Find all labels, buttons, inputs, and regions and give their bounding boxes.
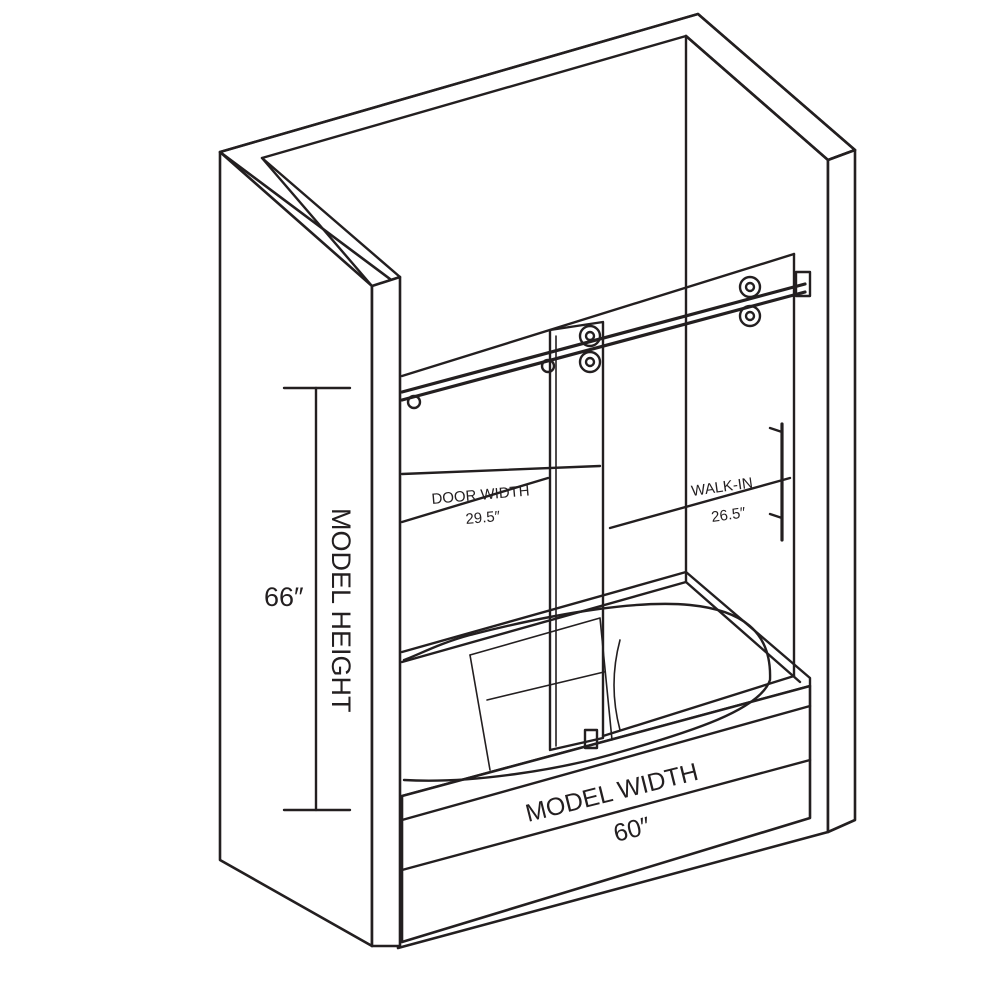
shower-door: [400, 252, 812, 752]
model-height-dimension: [282, 386, 352, 812]
walk-in-dimension: [608, 476, 792, 530]
door-width-dimension: [400, 464, 602, 524]
door-width-value: 29.5″: [465, 508, 502, 528]
model-height-label: MODEL HEIGHT: [326, 508, 356, 713]
left-wall: [218, 12, 857, 948]
walk-in-value: 26.5″: [710, 504, 747, 526]
model-height-value: 66″: [264, 582, 304, 612]
bathtub: [400, 570, 812, 944]
